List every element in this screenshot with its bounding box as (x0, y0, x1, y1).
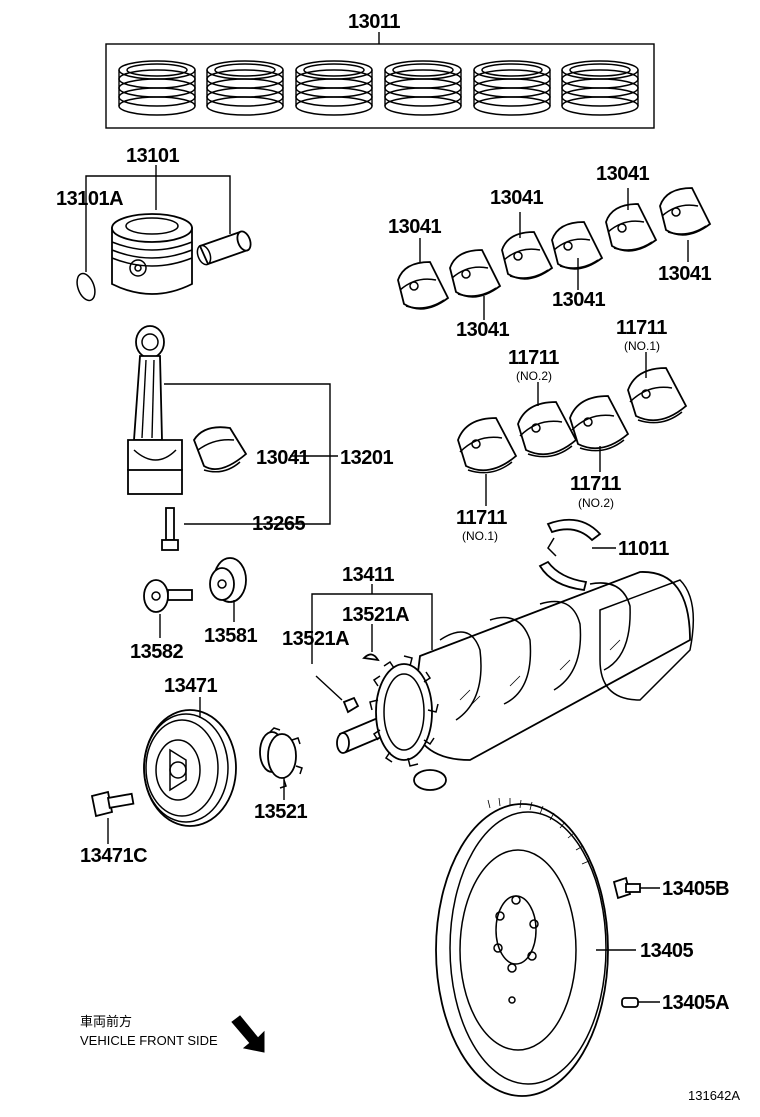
label-13201: 13201 (340, 447, 393, 469)
label-13521: 13521 (254, 801, 307, 823)
label-13265: 13265 (252, 513, 305, 535)
flywheel-bolt[interactable] (612, 876, 641, 900)
piston-pin-snap-ring[interactable] (74, 271, 99, 303)
label-13041-d: 13041 (552, 289, 605, 311)
crankshaft-timing-gear[interactable] (259, 727, 303, 789)
woodruff-key-b[interactable] (362, 653, 380, 662)
label-11711-d: 11711 (616, 317, 667, 339)
label-13405A: 13405A (662, 992, 729, 1014)
label-11711-d-sub: (NO.1) (624, 339, 660, 353)
label-13405: 13405 (640, 940, 693, 962)
connecting-rod[interactable] (127, 325, 183, 495)
label-13471C: 13471C (80, 845, 147, 867)
pulley-bolt[interactable] (90, 790, 135, 818)
piston-ring-set[interactable] (105, 32, 655, 129)
vehicle-front-note-en: VEHICLE FRONT SIDE (80, 1033, 218, 1048)
vehicle-front-note-jp: 車両前方 (80, 1014, 132, 1029)
label-11711-b: 11711 (508, 347, 559, 369)
crankshaft-gear-plate[interactable] (209, 557, 247, 603)
label-11711-c: 11711 (570, 473, 621, 495)
flywheel[interactable] (435, 797, 609, 1097)
label-11711-a: 11711 (456, 507, 507, 529)
label-13041-conrod: 13041 (256, 447, 309, 469)
flywheel-pin[interactable] (621, 997, 639, 1008)
conrod-bolt[interactable] (161, 507, 179, 551)
woodruff-key-a[interactable] (342, 696, 360, 714)
label-13041-c: 13041 (490, 187, 543, 209)
label-13521A-upper: 13521A (342, 604, 409, 626)
label-13041-a: 13041 (388, 216, 441, 238)
piston-pin[interactable] (195, 230, 253, 267)
label-13411: 13411 (342, 564, 394, 586)
label-13405B: 13405B (662, 878, 729, 900)
label-13101A: 13101A (56, 188, 123, 210)
label-11011: 11011 (618, 538, 669, 560)
diagram-id: 131642A (688, 1088, 740, 1103)
crank-timing-sprocket[interactable] (369, 655, 439, 767)
label-13471: 13471 (164, 675, 217, 697)
label-11711-a-sub: (NO.1) (462, 529, 498, 543)
label-13101: 13101 (126, 145, 179, 167)
thrust-washer[interactable] (538, 518, 602, 591)
label-13581: 13581 (204, 625, 257, 647)
bearing-set-13041[interactable] (397, 187, 711, 310)
label-13011: 13011 (348, 11, 400, 33)
label-13041-f: 13041 (658, 263, 711, 285)
label-13521A-lower: 13521A (282, 628, 349, 650)
piston[interactable] (111, 213, 193, 295)
main-bearing-set-11711[interactable] (457, 367, 687, 474)
conrod-bearing[interactable] (192, 426, 248, 473)
label-13041-e: 13041 (596, 163, 649, 185)
label-13582: 13582 (130, 641, 183, 663)
label-11711-b-sub: (NO.2) (516, 369, 552, 383)
crankshaft-pulley[interactable] (143, 709, 237, 827)
label-11711-c-sub: (NO.2) (578, 496, 614, 510)
vehicle-front-arrow-icon (231, 1015, 265, 1053)
crank-pulley-washer[interactable] (143, 579, 193, 613)
label-13041-b: 13041 (456, 319, 509, 341)
